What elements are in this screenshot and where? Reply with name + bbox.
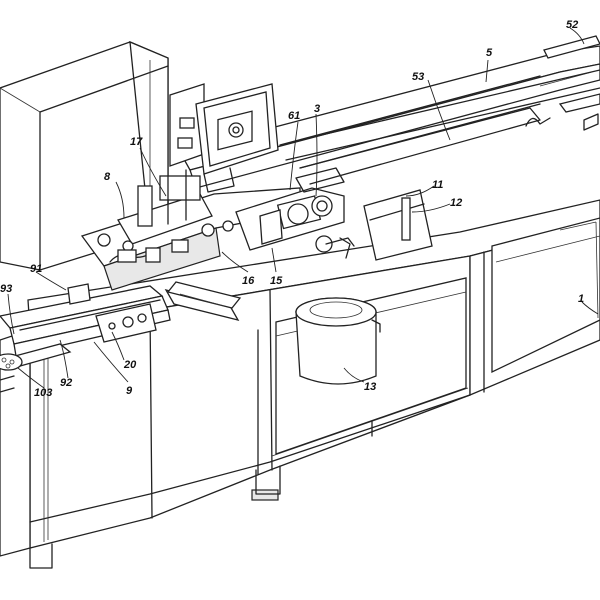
- display-monitor: [169, 83, 279, 193]
- label-3: 3: [314, 103, 320, 115]
- label-13: 13: [364, 381, 376, 393]
- label-20: 20: [123, 359, 137, 371]
- label-91: 91: [30, 263, 42, 275]
- feed-conveyor: [0, 283, 171, 393]
- label-92: 92: [60, 377, 72, 389]
- label-5: 5: [486, 47, 493, 59]
- label-12: 12: [450, 197, 462, 209]
- label-61: 61: [288, 110, 300, 122]
- deck-slides: [164, 281, 242, 322]
- label-103: 103: [34, 387, 52, 399]
- reference-labels: 17 8 61 3 53 5 52 11 12 1 13 16 15 20 9 …: [0, 19, 584, 399]
- tool-head: [235, 167, 433, 261]
- label-93: 93: [0, 283, 12, 295]
- work-platform: [80, 169, 301, 291]
- label-1: 1: [578, 293, 584, 305]
- label-15: 15: [270, 275, 283, 287]
- label-8: 8: [104, 171, 111, 183]
- leader-lines: [7, 27, 599, 389]
- label-9: 9: [126, 385, 133, 397]
- canister: [295, 297, 381, 385]
- label-16: 16: [242, 275, 255, 287]
- control-cabinet: [0, 40, 169, 271]
- machine-frame: [0, 199, 600, 569]
- label-17: 17: [130, 136, 143, 148]
- label-52: 52: [566, 19, 578, 31]
- label-53: 53: [412, 71, 424, 83]
- label-11: 11: [432, 179, 443, 191]
